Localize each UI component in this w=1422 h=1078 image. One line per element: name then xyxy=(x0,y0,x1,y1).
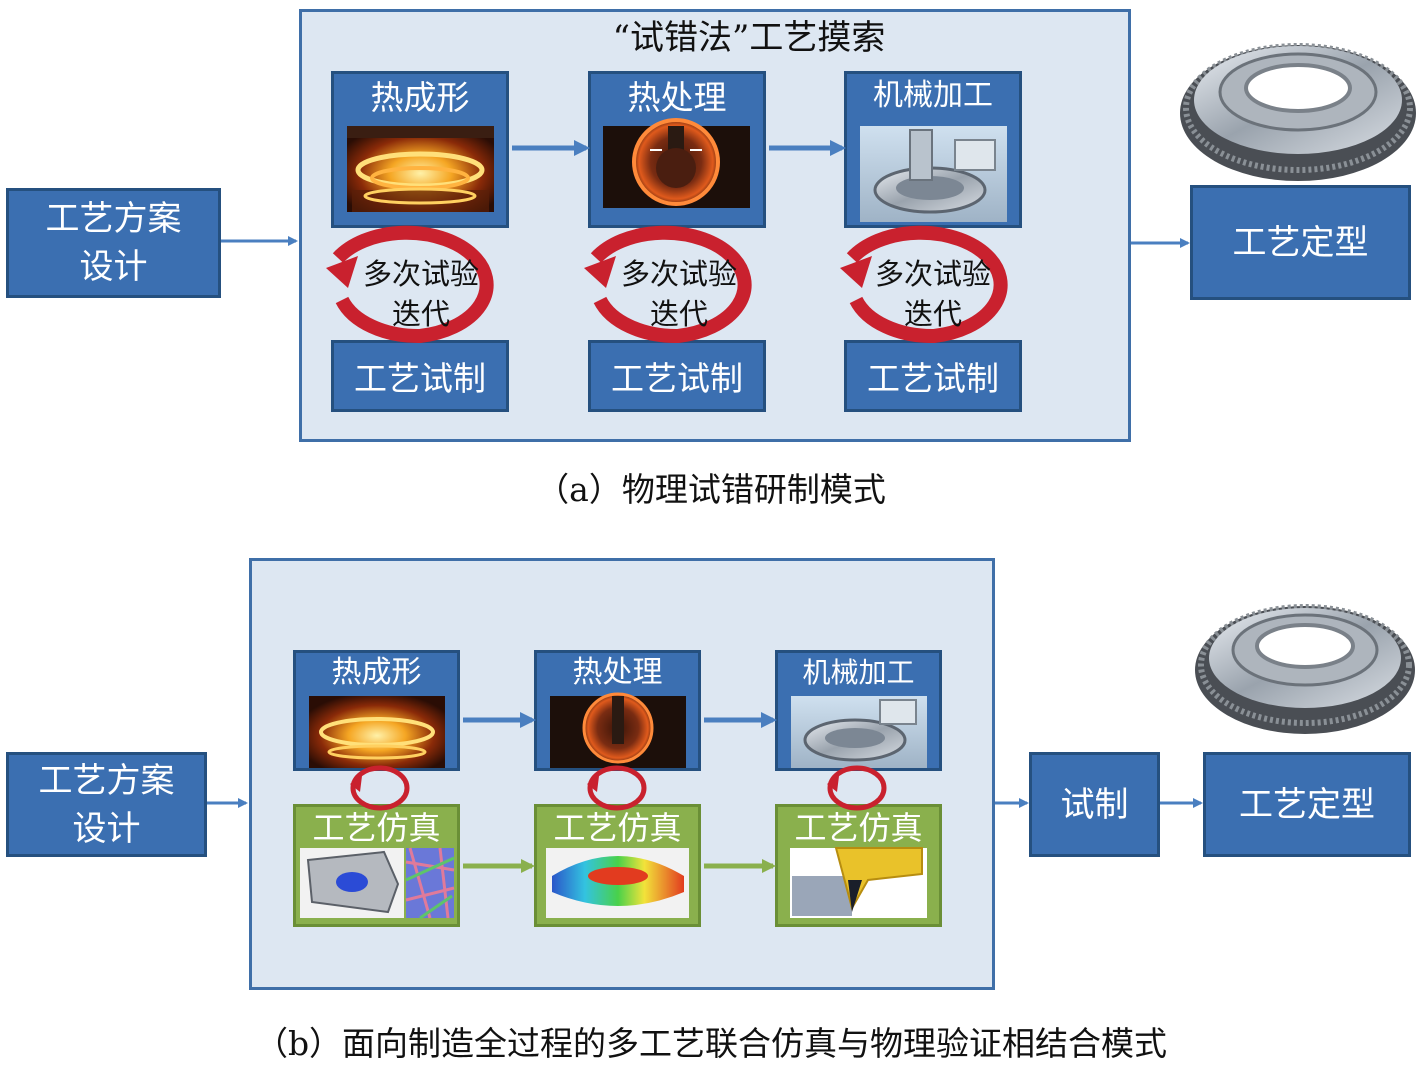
disk-product-a xyxy=(1180,43,1416,181)
iteration-label-a-1: 多次试验 迭代 xyxy=(362,257,479,331)
photo-heat-treatment-b xyxy=(550,692,686,768)
photo-machining-a xyxy=(860,126,1007,222)
final-box-a: 工艺定型 xyxy=(1190,185,1411,300)
iteration-label-a-3: 多次试验 迭代 xyxy=(874,257,991,331)
trial-box-a-2: 工艺试制 xyxy=(588,340,766,412)
sim-image-heat-treatment xyxy=(546,848,689,918)
iteration-label-a-2: 多次试验 迭代 xyxy=(620,257,737,331)
cycle-small-b-3 xyxy=(827,765,887,811)
design-box-b: 工艺方案 设计 xyxy=(6,752,207,857)
cycle-small-b-1 xyxy=(350,765,410,811)
step-label-a-1: 热成形 xyxy=(370,78,470,117)
trial-label-a-1: 工艺试制 xyxy=(354,359,486,398)
final-label-b: 工艺定型 xyxy=(1239,784,1375,825)
trial-label-b: 试制 xyxy=(1060,784,1129,825)
step-label-b-2: 热处理 xyxy=(572,655,663,690)
photo-heat-treatment-a xyxy=(603,118,750,208)
trial-box-b: 试制 xyxy=(1029,752,1160,857)
sim-image-forming xyxy=(300,847,455,920)
step-label-a-3: 机械加工 xyxy=(873,78,993,113)
trial-box-a-1: 工艺试制 xyxy=(331,340,509,412)
cycle-icon-a-1 xyxy=(326,225,494,344)
final-box-b: 工艺定型 xyxy=(1203,752,1411,857)
trial-label-a-2: 工艺试制 xyxy=(611,359,743,398)
photo-hot-forming-a xyxy=(347,126,494,212)
panel-a-title: “试错法”工艺摸索 xyxy=(612,18,886,58)
step-label-a-2: 热处理 xyxy=(627,78,727,117)
cycle-icon-a-3 xyxy=(840,225,1008,344)
cycle-icon-a-2 xyxy=(584,225,752,344)
disk-product-b xyxy=(1195,604,1415,734)
sim-label-b-2: 工艺仿真 xyxy=(553,809,682,847)
photo-hot-forming-b xyxy=(309,696,445,768)
trial-box-a-3: 工艺试制 xyxy=(844,340,1022,412)
caption-a: （a）物理试错研制模式 xyxy=(536,470,886,509)
design-label-a: 工艺方案 设计 xyxy=(45,199,182,287)
design-label-b: 工艺方案 设计 xyxy=(38,760,175,849)
sim-image-machining xyxy=(790,847,927,918)
cycle-small-b-2 xyxy=(587,765,647,811)
photo-machining-b xyxy=(791,696,927,768)
design-box-a: 工艺方案 设计 xyxy=(6,188,221,298)
sim-label-b-3: 工艺仿真 xyxy=(794,809,923,847)
step-label-b-3: 机械加工 xyxy=(802,656,915,689)
sim-label-b-1: 工艺仿真 xyxy=(312,809,441,847)
step-label-b-1: 热成形 xyxy=(331,655,422,690)
final-label-a: 工艺定型 xyxy=(1232,222,1369,263)
caption-b: （b）面向制造全过程的多工艺联合仿真与物理验证相结合模式 xyxy=(254,1024,1168,1063)
trial-label-a-3: 工艺试制 xyxy=(867,359,999,398)
